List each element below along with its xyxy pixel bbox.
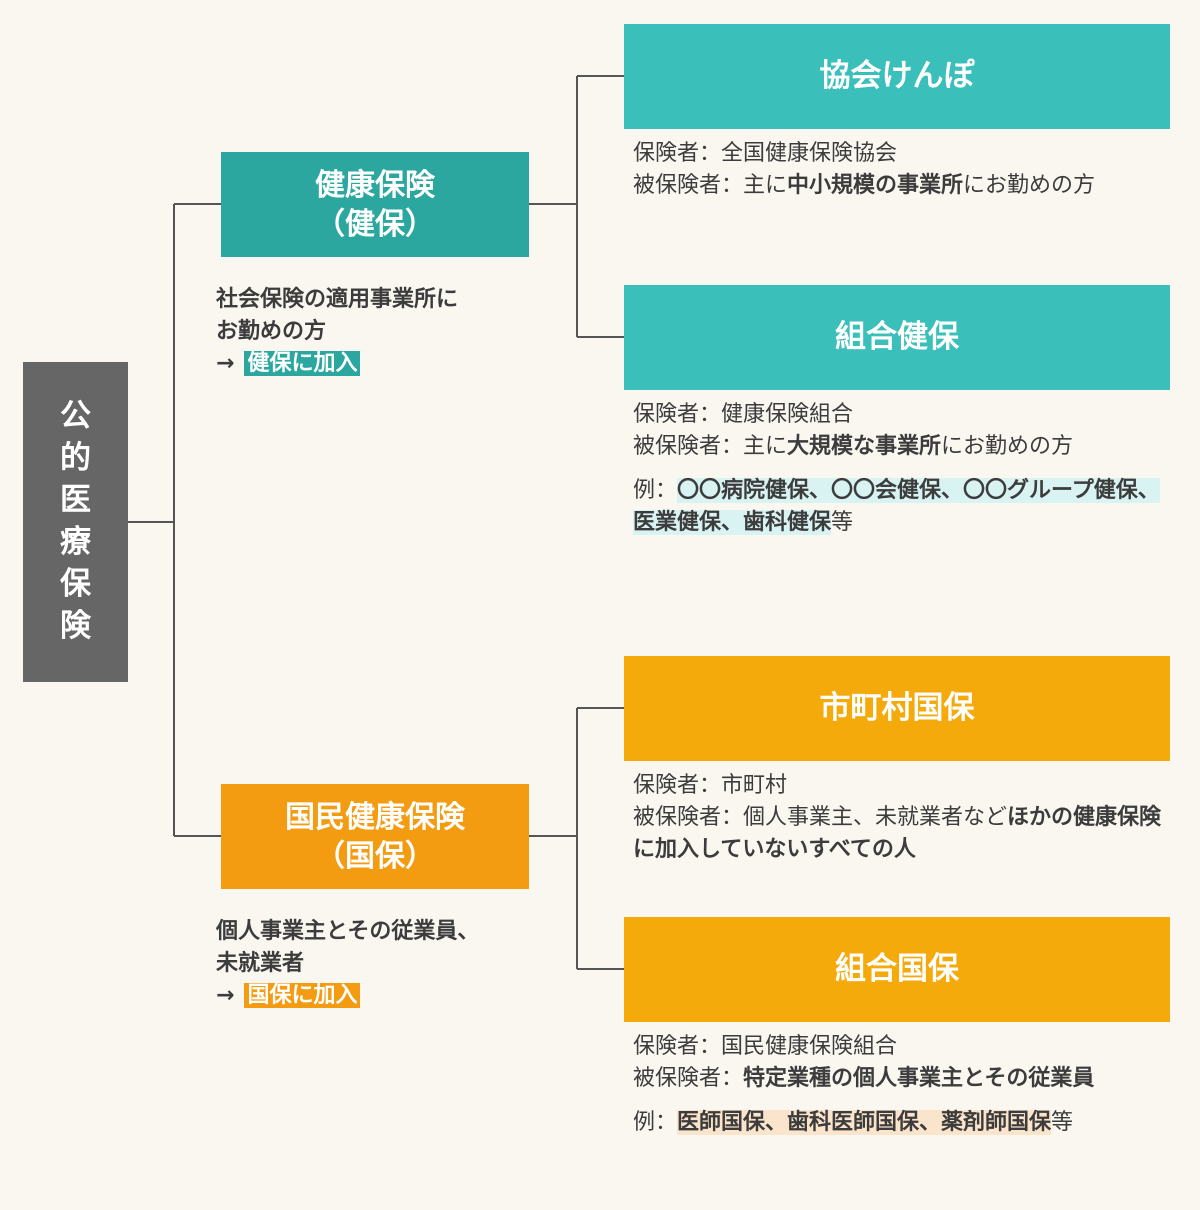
example-suffix: 等: [831, 509, 854, 535]
insurer-line: 保険者：健康保険組合: [633, 399, 1168, 431]
insured-label: 被保険者：: [633, 804, 744, 830]
insured-label: 被保険者：: [633, 1065, 744, 1091]
kyokai-kenpo-node: 協会けんぽ: [624, 24, 1170, 129]
insurer-label: 保険者：: [633, 141, 722, 166]
insurer-label: 保険者：: [633, 773, 722, 798]
kumiai-kokuho-title: 組合国保: [835, 951, 959, 988]
root-char: 療: [60, 524, 91, 560]
example-line: 例：医師国保、歯科医師国保、薬剤師国保等: [633, 1107, 1168, 1139]
public-health-insurance-root: 公 的 医 療 保 険: [23, 362, 128, 682]
insured-text: 個人事業主、未就業者など: [743, 804, 1008, 830]
kenpo-note-line: お勤めの方: [216, 318, 327, 344]
connector-kenpo: [529, 75, 624, 338]
insurer-value: 市町村: [721, 773, 788, 798]
insurer-value: 健康保険組合: [721, 402, 854, 427]
insurer-label: 保険者：: [633, 402, 722, 427]
root-char: 険: [60, 607, 91, 644]
root-char: 医: [60, 482, 91, 519]
insured-emphasis: 中小規模の事業所: [787, 172, 964, 198]
insured-emphasis: ほかの健康保険に加入していないすべての人: [633, 804, 1162, 862]
kenpo-note-line: 社会保険の適用事業所に: [216, 287, 459, 312]
insurer-value: 全国健康保険協会: [721, 141, 898, 166]
kenpo-note: 社会保険の適用事業所に お勤めの方 → 健保に加入: [216, 284, 536, 380]
kokuho-join-line: → 国保に加入: [216, 980, 536, 1012]
shichoson-kokuho-desc: 保険者：市町村 被保険者：個人事業主、未就業者などほかの健康保険に加入していない…: [633, 770, 1168, 866]
shichoson-kokuho-node: 市町村国保: [624, 656, 1170, 761]
kokuho-note-line: 未就業者: [216, 950, 305, 976]
kenpo-join-badge: 健保に加入: [244, 350, 361, 376]
kokuho-join-badge: 国保に加入: [244, 982, 361, 1008]
insurer-line: 保険者：市町村: [633, 770, 1168, 802]
insured-line: 被保険者：特定業種の個人事業主とその従業員: [633, 1063, 1168, 1095]
example-line: 例：〇〇病院健保、〇〇会健保、〇〇グループ健保、医業健保、歯科健保等: [633, 475, 1168, 539]
shichoson-kokuho-title: 市町村国保: [819, 690, 975, 727]
kokuho-title: 国民健康保険: [285, 799, 465, 835]
root-char: 的: [60, 440, 91, 477]
kenpo-title: 健康保険: [315, 167, 435, 203]
example-label: 例：: [633, 1109, 678, 1135]
kokuho-note: 個人事業主とその従業員、 未就業者 → 国保に加入: [216, 916, 536, 1012]
connector-kokuho: [529, 707, 624, 970]
insured-emphasis: 大規模な事業所: [787, 433, 942, 459]
insured-text: にお勤めの方: [941, 433, 1074, 459]
kyokai-kenpo-title: 協会けんぽ: [819, 58, 975, 95]
kenpo-abbrev: （健保）: [315, 206, 435, 242]
kumiai-kenpo-desc: 保険者：健康保険組合 被保険者：主に大規模な事業所にお勤めの方 例：〇〇病院健保…: [633, 399, 1168, 539]
kokuho-note-line: 個人事業主とその従業員、: [216, 919, 480, 944]
root-char: 公: [60, 398, 91, 435]
arrow-right-icon: →: [216, 982, 235, 1008]
insurer-line: 保険者：全国健康保険協会: [633, 138, 1168, 170]
insurer-value: 国民健康保険組合: [721, 1034, 898, 1059]
insured-text: 主に: [743, 172, 788, 198]
insured-label: 被保険者：: [633, 433, 744, 459]
insured-emphasis: 特定業種の個人事業主とその従業員: [743, 1065, 1095, 1091]
insured-text: にお勤めの方: [963, 172, 1096, 198]
kumiai-kenpo-node: 組合健保: [624, 285, 1170, 390]
insured-text: 主に: [743, 433, 788, 459]
insured-line: 被保険者：主に中小規模の事業所にお勤めの方: [633, 170, 1168, 202]
example-label: 例：: [633, 477, 678, 503]
kyokai-kenpo-desc: 保険者：全国健康保険協会 被保険者：主に中小規模の事業所にお勤めの方: [633, 138, 1168, 202]
connector-root: [128, 203, 221, 837]
kenpo-node: 健康保険 （健保）: [221, 152, 529, 257]
insured-line: 被保険者：個人事業主、未就業者などほかの健康保険に加入していないすべての人: [633, 802, 1168, 866]
root-char: 保: [60, 565, 91, 602]
kenpo-join-line: → 健保に加入: [216, 348, 536, 380]
insured-line: 被保険者：主に大規模な事業所にお勤めの方: [633, 431, 1168, 463]
insurer-label: 保険者：: [633, 1034, 722, 1059]
example-items: 〇〇病院健保、〇〇会健保、〇〇グループ健保、医業健保、歯科健保: [633, 477, 1160, 535]
insurer-line: 保険者：国民健康保険組合: [633, 1031, 1168, 1063]
example-suffix: 等: [1051, 1109, 1074, 1135]
insured-label: 被保険者：: [633, 172, 744, 198]
kumiai-kenpo-title: 組合健保: [835, 319, 959, 356]
kokuho-abbrev: （国保）: [315, 838, 435, 874]
arrow-right-icon: →: [216, 350, 235, 376]
kokuho-node: 国民健康保険 （国保）: [221, 784, 529, 889]
kumiai-kokuho-desc: 保険者：国民健康保険組合 被保険者：特定業種の個人事業主とその従業員 例：医師国…: [633, 1031, 1168, 1139]
kumiai-kokuho-node: 組合国保: [624, 917, 1170, 1022]
example-items: 医師国保、歯科医師国保、薬剤師国保: [677, 1109, 1052, 1135]
